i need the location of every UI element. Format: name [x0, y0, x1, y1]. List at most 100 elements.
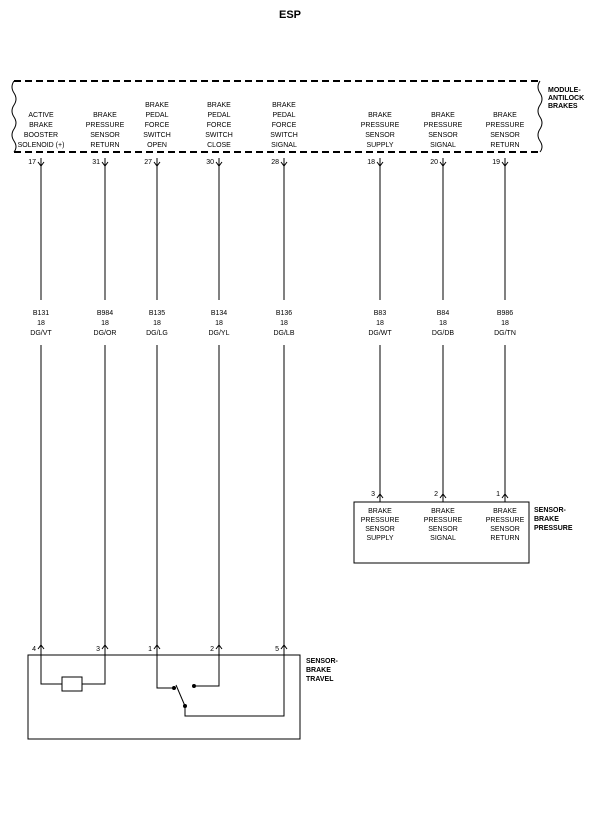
module-pin-label-line: BRAKE [93, 112, 117, 119]
resistor-lead-left [40, 651, 62, 685]
pressure-sensor-pin-label-line: PRESSURE [424, 517, 463, 524]
module-left-break [11, 80, 17, 153]
module-pin-label-line: SUPPLY [366, 142, 393, 149]
module-pin-label-line: PRESSURE [486, 122, 525, 129]
pressure-sensor-pins: 3BRAKEPRESSURESENSORSUPPLY2BRAKEPRESSURE… [361, 491, 525, 542]
module-pin-number: 30 [206, 159, 214, 166]
module-pin-label-line: BRAKE [368, 112, 392, 119]
pressure-sensor-pin-number: 3 [371, 491, 375, 498]
module-pin-label-line: PEDAL [208, 112, 231, 119]
module-pin-label-line: SWITCH [270, 132, 298, 139]
module-pin-label-line: BRAKE [493, 112, 517, 119]
module-pin-label-line: PEDAL [273, 112, 296, 119]
module-pin-number: 19 [492, 159, 500, 166]
wire-gauge-label: 18 [439, 320, 447, 327]
module-pin-label-line: RETURN [90, 142, 119, 149]
travel-sensor-pin-number: 1 [148, 646, 152, 653]
pressure-sensor-pin-label-line: SENSOR [428, 526, 458, 533]
wire-circuit-label: B131 [33, 310, 49, 317]
module-name-line: ANTILOCK [548, 95, 584, 102]
switch-lead-open [156, 651, 172, 689]
travel-sensor-name-line: TRAVEL [306, 676, 334, 683]
module-pin-label-line: PEDAL [146, 112, 169, 119]
pressure-sensor-pin-label-line: PRESSURE [361, 517, 400, 524]
pressure-sensor-pin-label-line: PRESSURE [486, 517, 525, 524]
module-pin-number: 18 [367, 159, 375, 166]
switch-lead-close [196, 651, 220, 687]
module-pin-label-line: SIGNAL [430, 142, 456, 149]
module-pin-label-line: SOLENOID (+) [18, 142, 65, 149]
pressure-sensor-pin-label-line: SENSOR [365, 526, 395, 533]
diagram-title: ESP [279, 9, 301, 21]
pressure-sensor-name-line: BRAKE [534, 516, 559, 523]
pressure-sensor-name-line: SENSOR- [534, 507, 567, 514]
wire-color-label: DG/VT [30, 330, 52, 337]
wire-gauge-label: 18 [101, 320, 109, 327]
switch-contact-open [172, 686, 176, 690]
wire-circuit-label: B134 [211, 310, 227, 317]
wire-circuit-label: B135 [149, 310, 165, 317]
travel-sensor-pins: 4 3 1 2 5 [32, 644, 288, 655]
module-pin-label-line: CLOSE [207, 142, 231, 149]
wire-color-label: DG/WT [368, 330, 392, 337]
pressure-sensor-pin-label-line: SENSOR [490, 526, 520, 533]
pressure-sensor-pin-label-line: SUPPLY [366, 535, 393, 542]
resistor-lead-right [82, 651, 106, 685]
module-pin-label-line: BRAKE [29, 122, 53, 129]
wire-color-label: DG/LG [146, 330, 168, 337]
pressure-sensor-name-line: PRESSURE [534, 525, 573, 532]
module-pin-label-line: FORCE [145, 122, 170, 129]
module-pin-label-line: FORCE [272, 122, 297, 129]
module-pin-label-line: BRAKE [207, 102, 231, 109]
wire-gauge-label: 18 [37, 320, 45, 327]
module-name-line: BRAKES [548, 103, 578, 110]
wire-color-label: DG/TN [494, 330, 516, 337]
module-pin-label-line: BOOSTER [24, 132, 58, 139]
travel-sensor-pin-number: 5 [275, 646, 279, 653]
pressure-sensor-pin-label-line: BRAKE [368, 508, 392, 515]
module-pin-number: 28 [271, 159, 279, 166]
module-pin-label-line: SENSOR [90, 132, 120, 139]
module-pin-label-line: SIGNAL [271, 142, 297, 149]
wire-gauge-label: 18 [376, 320, 384, 327]
pressure-sensor-pin-label-line: RETURN [490, 535, 519, 542]
module-pin-label-line: BRAKE [145, 102, 169, 109]
wire-circuit-label: B984 [97, 310, 113, 317]
travel-sensor-name-line: SENSOR- [306, 658, 339, 665]
wire-circuit-label: B84 [437, 310, 450, 317]
module-pin-label-line: SENSOR [428, 132, 458, 139]
wire-gauge-label: 18 [501, 320, 509, 327]
wire-circuit-label: B83 [374, 310, 387, 317]
wire-gauge-label: 18 [153, 320, 161, 327]
pressure-sensor-body [353, 501, 530, 564]
travel-sensor-body [27, 654, 301, 740]
pressure-sensor-pin-label-line: BRAKE [431, 508, 455, 515]
switch-contact-close [192, 684, 196, 688]
module-pin-label-line: SWITCH [205, 132, 233, 139]
travel-sensor-name-line: BRAKE [306, 667, 331, 674]
travel-sensor-pin-number: 3 [96, 646, 100, 653]
pressure-sensor-name: SENSOR- BRAKE PRESSURE [534, 507, 573, 532]
resistor-symbol [61, 676, 83, 692]
wire-circuit-label: B136 [276, 310, 292, 317]
wire-gauge-label: 18 [280, 320, 288, 327]
module-pin-label-line: PRESSURE [361, 122, 400, 129]
sensor-brake-travel: SENSOR- BRAKE TRAVEL 4 3 1 2 5 [27, 644, 339, 740]
switch-arm [175, 684, 186, 707]
wire-circuit-label: B986 [497, 310, 513, 317]
travel-sensor-pin-number: 2 [210, 646, 214, 653]
module-right-break [537, 80, 543, 153]
module-pin-label-line: PRESSURE [424, 122, 463, 129]
module-pin-label-line: SENSOR [365, 132, 395, 139]
wire-color-label: DG/LB [273, 330, 294, 337]
wire-gauge-label: 18 [215, 320, 223, 327]
module-pin-label-line: SENSOR [490, 132, 520, 139]
module-pin-label-line: OPEN [147, 142, 167, 149]
module-pin-label-line: SWITCH [143, 132, 171, 139]
wire-color-label: DG/OR [94, 330, 117, 337]
travel-sensor-pin-number: 4 [32, 646, 36, 653]
